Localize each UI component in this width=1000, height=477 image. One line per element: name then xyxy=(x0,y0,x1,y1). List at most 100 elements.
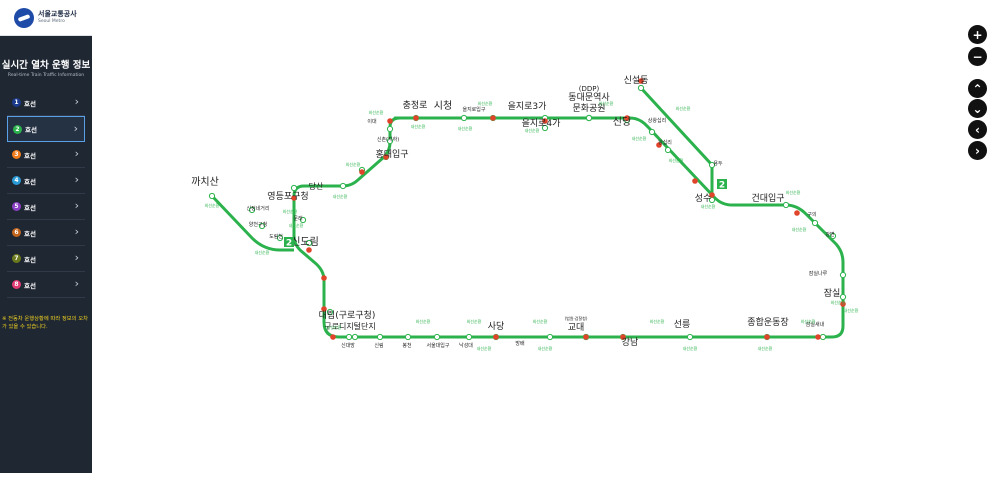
train-marker[interactable] xyxy=(815,334,821,340)
direction-tag: 내선순환 xyxy=(683,345,698,351)
station-ewha[interactable] xyxy=(386,125,394,133)
station-guui[interactable] xyxy=(811,219,819,227)
logo-name-ko: 서울교통공사 xyxy=(38,10,77,18)
line-2-badge-number: 2 xyxy=(719,181,725,191)
station-seolleung[interactable] xyxy=(686,333,694,341)
direction-tag: 내선순환 xyxy=(758,345,773,351)
station-cityhall[interactable] xyxy=(460,114,468,122)
station-label: 도림천 xyxy=(269,233,283,240)
direction-tag: 외선순환 xyxy=(650,318,665,324)
train-marker[interactable] xyxy=(321,275,327,281)
station-yangcheon[interactable] xyxy=(258,222,266,230)
station-sindaebang[interactable] xyxy=(345,333,353,341)
pan-up-button[interactable]: ⌃ xyxy=(968,79,987,98)
seongsu-branch-track xyxy=(639,86,714,195)
station-euljiro4[interactable] xyxy=(541,124,549,132)
direction-tag: 내선순환 xyxy=(289,222,304,228)
line-2-map[interactable]: 까치산신정네거리양천구청도림천영등포구청문래신도림당산홍대입구신촌(지하)이대충… xyxy=(92,0,1000,473)
line-label: 호선 xyxy=(24,99,36,108)
zoom-out-button[interactable]: − xyxy=(968,47,987,66)
line-label: 호선 xyxy=(24,281,36,290)
pan-left-button[interactable]: ‹ xyxy=(968,120,987,139)
station-label: 동대문역사 xyxy=(568,92,610,103)
station-sillim[interactable] xyxy=(376,333,384,341)
train-marker[interactable] xyxy=(624,115,630,121)
station-dorimcheon[interactable] xyxy=(276,234,284,242)
train-marker[interactable] xyxy=(542,118,548,124)
train-marker[interactable] xyxy=(321,306,327,312)
train-marker[interactable] xyxy=(583,334,589,340)
direction-tag: 외선순환 xyxy=(831,299,846,305)
train-marker[interactable] xyxy=(490,115,496,121)
station-jamsil[interactable] xyxy=(839,293,847,301)
pan-down-button[interactable]: ⌄ xyxy=(968,99,987,118)
train-marker[interactable] xyxy=(794,210,800,216)
station-label: 문화공원 xyxy=(572,103,605,114)
station-yeongdeungpo[interactable] xyxy=(290,184,298,192)
station-wangsimni[interactable] xyxy=(664,146,672,154)
direction-tag: 외선순환 xyxy=(478,100,493,106)
train-marker[interactable] xyxy=(840,301,846,307)
station-kkachisan[interactable] xyxy=(208,192,216,200)
station-label: 강남 xyxy=(622,337,639,348)
train-marker[interactable] xyxy=(306,247,312,253)
train-marker[interactable] xyxy=(656,142,662,148)
station-nakseongdae[interactable] xyxy=(465,333,473,341)
station-dangsan[interactable] xyxy=(339,182,347,190)
station-sinchon[interactable] xyxy=(386,137,394,145)
station-bongcheon[interactable] xyxy=(404,333,412,341)
station-gangbyeon[interactable] xyxy=(829,232,837,240)
train-marker[interactable] xyxy=(692,178,698,184)
train-marker[interactable] xyxy=(764,334,770,340)
station-label: 왕십리 xyxy=(658,139,672,146)
station-jamsilnaru[interactable] xyxy=(839,271,847,279)
station-jamsilsaenae[interactable] xyxy=(819,333,827,341)
station-bangbae[interactable] xyxy=(546,333,554,341)
train-marker[interactable] xyxy=(638,78,644,84)
station-label: 신대방 xyxy=(341,342,355,349)
station-daerim[interactable] xyxy=(326,308,334,316)
station-label: 충정로 xyxy=(403,100,428,111)
train-marker[interactable] xyxy=(709,192,715,198)
station-yongdu[interactable] xyxy=(708,161,716,169)
station-kondae[interactable] xyxy=(782,201,790,209)
train-marker[interactable] xyxy=(291,195,297,201)
station-sindorim[interactable] xyxy=(305,239,313,247)
chevron-right-icon: › xyxy=(74,95,79,108)
train-marker[interactable] xyxy=(330,334,336,340)
train-marker[interactable] xyxy=(383,154,389,160)
station-mullae[interactable] xyxy=(299,216,307,224)
train-marker[interactable] xyxy=(387,118,393,124)
train-marker[interactable] xyxy=(359,169,365,175)
direction-tag: 내선순환 xyxy=(792,226,807,232)
line-2-badge-icon xyxy=(717,179,727,189)
train-marker[interactable] xyxy=(493,334,499,340)
train-marker[interactable] xyxy=(620,334,626,340)
station-sangwangsimni[interactable] xyxy=(648,128,656,136)
sidebar-subtitle: Real-time Train Traffic Information xyxy=(7,73,85,78)
direction-tag: 내선순환 xyxy=(701,203,716,209)
station-ddp1[interactable] xyxy=(585,114,593,122)
seoul-metro-logo-icon xyxy=(14,7,34,28)
station-sinjeongne[interactable] xyxy=(248,206,256,214)
station-seoul-univ[interactable] xyxy=(433,333,441,341)
station-sinseoldong[interactable] xyxy=(637,84,645,92)
station-guro-digital[interactable] xyxy=(351,333,359,341)
direction-tag: 외선순환 xyxy=(533,318,548,324)
direction-tag: 외선순환 xyxy=(786,189,801,195)
line-number-badge: 2 xyxy=(13,124,22,134)
train-marker[interactable] xyxy=(413,115,419,121)
zoom-in-button[interactable]: + xyxy=(968,25,987,44)
pan-right-button[interactable]: › xyxy=(968,141,987,160)
logo[interactable]: 서울교통공사 Seoul Metro xyxy=(0,0,92,36)
direction-tag: 내선순환 xyxy=(411,123,426,129)
